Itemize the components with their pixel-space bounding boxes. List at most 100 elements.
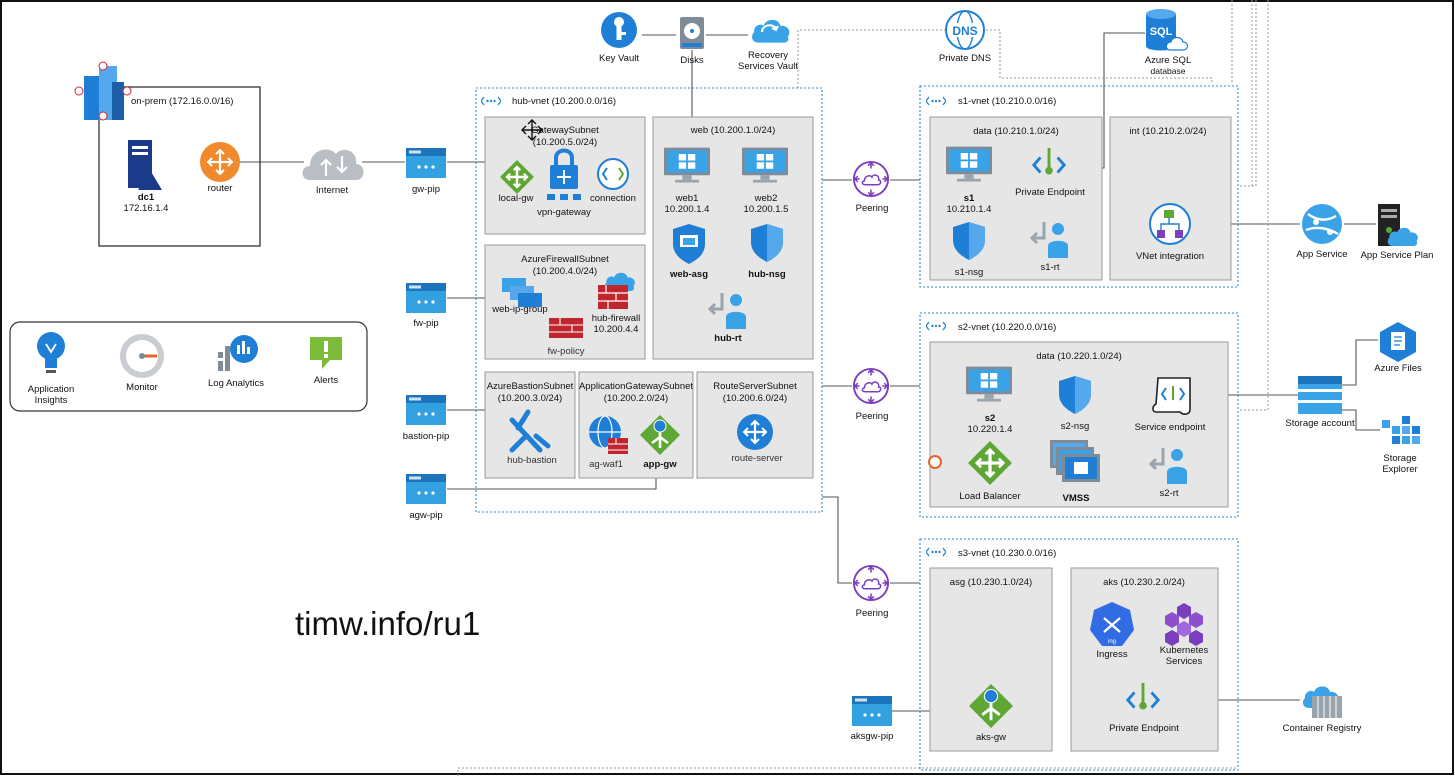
web1-label: web1 <box>675 193 699 204</box>
kubernetes-services-label-1: Kubernetes <box>1160 645 1209 656</box>
app-service-icon[interactable] <box>1302 204 1342 244</box>
sql-label-1: Azure SQL <box>1145 55 1191 66</box>
routeserver-subnet-label: RouteServerSubnet <box>713 381 797 392</box>
disks-label: Disks <box>680 55 703 66</box>
app-service-plan-icon[interactable] <box>1378 204 1418 246</box>
onprem-label: on-prem (172.16.0.0/16) <box>131 96 233 107</box>
storage-explorer-icon[interactable] <box>1382 416 1420 444</box>
fw-pip-icon[interactable] <box>406 283 446 313</box>
web2-label: web2 <box>754 193 778 204</box>
bastion-subnet-box <box>484 371 576 479</box>
onprem-group: on-prem (172.16.0.0/16) dc1 172.16.1.4 r… <box>74 61 364 247</box>
s2-vnet: s2-vnet (10.220.0.0/16) data (10.220.1.0… <box>919 312 1239 518</box>
vnet-integration-icon[interactable] <box>1149 203 1191 245</box>
web-ip-group-icon[interactable] <box>502 278 542 307</box>
hub-vnet: hub-vnet (10.200.0.0/16) GatewaySubnet (… <box>475 87 823 513</box>
monitoring-panel: Application Insights Monitor Log Analyti… <box>9 321 368 412</box>
router-label: router <box>208 183 233 194</box>
sql-label-2: database <box>1151 66 1186 76</box>
private-dns-icon[interactable]: DNS <box>945 10 985 50</box>
onprem-box <box>98 86 261 247</box>
ingress-icon[interactable]: ing <box>1090 602 1134 646</box>
vmss-icon[interactable] <box>1050 440 1100 482</box>
azure-files-icon[interactable] <box>1380 322 1416 362</box>
app-service-group: App Service App Service Plan <box>1296 204 1433 261</box>
container-registry-icon[interactable] <box>1302 686 1342 718</box>
hub-firewall-ip: 10.200.4.4 <box>594 324 639 335</box>
router-icon[interactable] <box>200 142 240 182</box>
kubernetes-services-label-2: Services <box>1166 656 1203 667</box>
s3-aks-subnet-box <box>1070 567 1219 752</box>
hub-bastion-icon[interactable] <box>509 409 551 453</box>
app-gw-label: app-gw <box>643 459 677 470</box>
s1-int-subnet-box <box>1109 116 1232 281</box>
app-insights-icon[interactable] <box>37 332 65 373</box>
log-analytics-label: Log Analytics <box>208 378 264 389</box>
storage-group: Storage account Azure Files Storage Expl… <box>1285 322 1422 475</box>
server-icon[interactable] <box>128 140 162 190</box>
public-ips: gw-pip fw-pip bastion-pip agw-pip aksgw-… <box>403 148 893 742</box>
s1-vnet-label: s1-vnet (10.210.0.0/16) <box>958 96 1056 107</box>
building-icon[interactable] <box>74 61 132 121</box>
disks-icon[interactable] <box>680 17 704 49</box>
firewall-subnet-label: AzureFirewallSubnet <box>521 254 609 265</box>
vpn-gateway-icon[interactable] <box>547 148 581 201</box>
web-subnet-label: web (10.200.1.0/24) <box>690 125 776 136</box>
s1-vnet: s1-vnet (10.210.0.0/16) data (10.210.1.0… <box>919 85 1239 288</box>
s3-aks-subnet-label: aks (10.230.2.0/24) <box>1103 577 1185 588</box>
hub-nsg-label: hub-nsg <box>748 269 786 280</box>
hub-firewall-icon[interactable] <box>598 272 635 309</box>
s2-vnet-box <box>919 312 1239 518</box>
s3-private-endpoint-label: Private Endpoint <box>1109 723 1179 734</box>
connection-icon[interactable] <box>597 158 629 190</box>
storage-account-icon[interactable] <box>1298 376 1342 414</box>
storage-account-label: Storage account <box>1285 418 1355 429</box>
sql-database-icon[interactable]: SQL <box>1146 9 1189 51</box>
vmss-label: VMSS <box>1063 493 1090 504</box>
ingress-badge: ing <box>1108 639 1116 645</box>
s3-asg-subnet-label: asg (10.230.1.0/24) <box>950 577 1032 588</box>
bastion-subnet-label: AzureBastionSubnet <box>487 381 574 392</box>
peering-s3-icon[interactable] <box>852 564 890 602</box>
s3-vnet-label: s3-vnet (10.230.0.0/16) <box>958 548 1056 559</box>
key-vault-label: Key Vault <box>599 53 639 64</box>
internet-label: Internet <box>316 185 349 196</box>
azure-files-label: Azure Files <box>1374 363 1422 374</box>
route-server-icon[interactable] <box>737 414 773 450</box>
bastion-pip-icon[interactable] <box>406 395 446 425</box>
web-asg-icon[interactable] <box>673 224 705 264</box>
service-endpoint-icon[interactable] <box>1152 377 1191 415</box>
aks-gw-label: aks-gw <box>976 732 1006 743</box>
internet-icon[interactable] <box>302 149 364 180</box>
peering-s3-label: Peering <box>856 608 889 619</box>
web2-ip: 10.200.1.5 <box>744 204 789 215</box>
ag-waf-icon[interactable] <box>589 415 628 454</box>
hub-vnet-box <box>475 87 823 513</box>
gw-pip-icon[interactable] <box>406 148 446 178</box>
s1-nsg-label: s1-nsg <box>955 267 984 278</box>
s2-vm-ip: 10.220.1.4 <box>968 424 1013 435</box>
fw-policy-icon[interactable] <box>549 318 583 338</box>
monitoring-box <box>9 321 368 412</box>
peering-s2-label: Peering <box>856 411 889 422</box>
storage-explorer-label-2: Explorer <box>1382 464 1417 475</box>
key-vault-icon[interactable] <box>601 12 637 48</box>
load-balancer-label: Load Balancer <box>959 491 1020 502</box>
monitor-icon[interactable] <box>120 334 164 378</box>
s1-private-endpoint-label: Private Endpoint <box>1015 187 1085 198</box>
aksgw-pip-icon[interactable] <box>852 696 892 726</box>
peering-s1-icon[interactable] <box>852 160 890 198</box>
peering-s2-icon[interactable] <box>852 367 890 405</box>
routeserver-subnet-cidr: (10.200.6.0/24) <box>723 393 787 404</box>
kubernetes-services-icon[interactable] <box>1165 603 1203 646</box>
s2-rt-label: s2-rt <box>1160 488 1179 499</box>
bastion-subnet-cidr: (10.200.3.0/24) <box>498 393 562 404</box>
s1-int-subnet-label: int (10.210.2.0/24) <box>1129 126 1206 137</box>
recovery-vault-icon[interactable] <box>752 19 790 43</box>
s3-vnet-box <box>919 538 1239 771</box>
s1-vm-ip: 10.210.1.4 <box>947 204 992 215</box>
agw-pip-icon[interactable] <box>406 474 446 504</box>
vnet-integration-label: VNet integration <box>1136 251 1204 262</box>
alerts-icon[interactable] <box>310 337 342 369</box>
log-analytics-icon[interactable] <box>218 335 258 371</box>
